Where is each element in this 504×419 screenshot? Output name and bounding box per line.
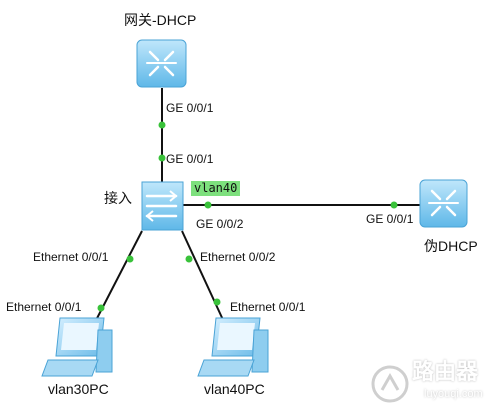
port-dot	[158, 121, 166, 129]
port-dot	[185, 255, 193, 263]
port-dot	[97, 304, 105, 312]
link-access-pc30	[91, 230, 143, 329]
port-label: Ethernet 0/0/1	[230, 300, 306, 314]
port-dot	[390, 201, 398, 209]
watermark-logo-icon	[371, 365, 409, 403]
port-label: GE 0/0/1	[366, 212, 414, 226]
port-dot	[213, 298, 221, 306]
port-label: Ethernet 0/0/1	[6, 300, 82, 314]
gateway-label: 网关-DHCP	[124, 12, 197, 28]
watermark-text: 路由器	[412, 360, 479, 385]
access-label: 接入	[104, 190, 132, 206]
port-label: GE 0/0/2	[196, 217, 244, 231]
port-dot	[158, 154, 166, 162]
port-label: GE 0/0/1	[166, 152, 214, 166]
port-label: Ethernet 0/0/2	[200, 250, 276, 264]
router-icon	[136, 39, 187, 88]
vlan-tag: vlan40	[191, 181, 241, 196]
port-dot	[126, 255, 134, 263]
link-access-pc40	[181, 230, 225, 323]
watermark: 路由器 luyouqi.com	[366, 358, 498, 410]
port-label: GE 0/0/1	[166, 101, 214, 115]
pc-icon	[41, 317, 113, 377]
pc-icon	[197, 317, 269, 377]
port-dot	[204, 201, 212, 209]
watermark-url: luyouqi.com	[424, 388, 483, 400]
pc40-label: vlan40PC	[204, 381, 265, 397]
fake-router-icon	[419, 179, 468, 228]
port-label: Ethernet 0/0/1	[33, 250, 109, 264]
pc30-label: vlan30PC	[48, 381, 109, 397]
fake-dhcp-label: 伪DHCP	[424, 238, 478, 254]
switch-icon	[141, 181, 184, 231]
